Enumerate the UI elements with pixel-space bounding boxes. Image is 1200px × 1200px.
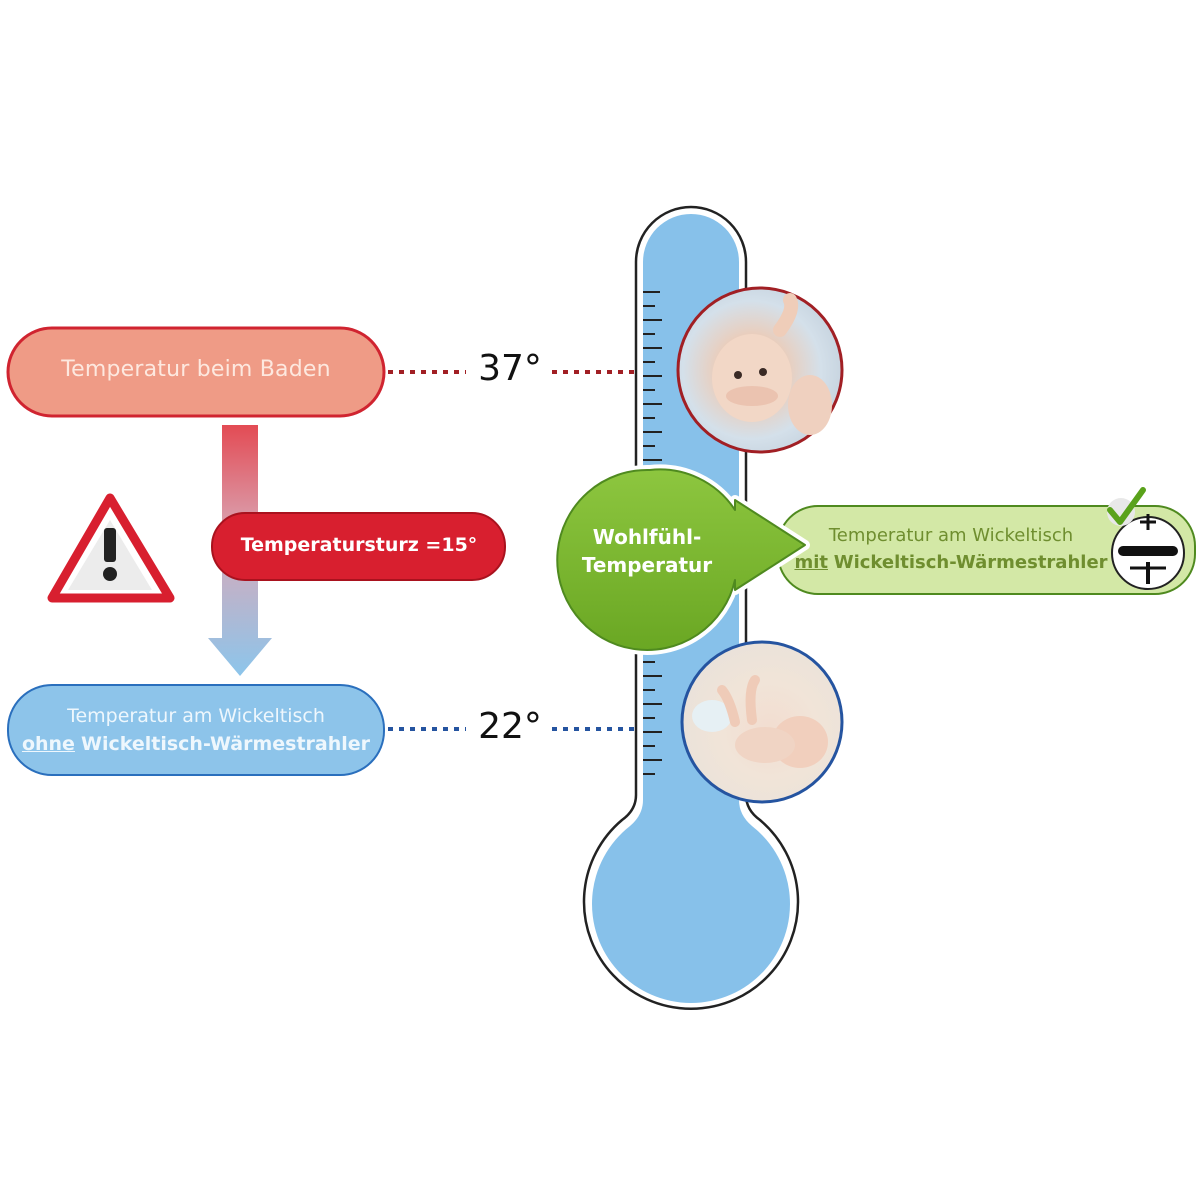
temperature-drop-label: Temperatursturz =15° (240, 534, 478, 556)
without-heater-line2: ohne Wickeltisch-Wärmestrahler (10, 730, 382, 758)
checkmark-icon (1107, 487, 1146, 526)
heater-icon (1111, 514, 1185, 590)
bath-temperature-value: 37° (478, 348, 542, 389)
without-word: ohne (21, 733, 75, 755)
changing-temperature-value: 22° (478, 706, 542, 747)
heater-word: Wickeltisch-Wärmestrahler (81, 733, 371, 755)
with-word: mit (794, 552, 828, 573)
bath-baby-photo (676, 286, 844, 454)
comfort-line2: Temperatur (581, 553, 713, 577)
with-heater-line1: Temperatur am Wickeltisch (828, 525, 1074, 546)
with-heater-label: Temperatur am Wickeltisch mit Wickeltisc… (786, 522, 1116, 576)
comfort-line1: Wohlfühl- (592, 525, 702, 549)
without-heater-label: Temperatur am Wickeltisch ohne Wickeltis… (10, 702, 382, 758)
heater-word: Wickeltisch-Wärmestrahler (833, 552, 1108, 573)
changing-baby-photo (680, 640, 844, 804)
comfort-temperature-label: Wohlfühl- Temperatur (562, 523, 732, 579)
temperature-drop-pill (211, 512, 506, 581)
comfort-marker (552, 464, 810, 655)
with-heater-line2: mit Wickeltisch-Wärmestrahler (786, 549, 1116, 576)
without-heater-line1: Temperatur am Wickeltisch (67, 705, 325, 727)
without-heater-bar (7, 684, 385, 776)
bath-temperature-label: Temperatur beim Baden (61, 357, 331, 382)
warning-triangle-icon (47, 493, 175, 603)
bath-temperature-bar (6, 326, 386, 418)
